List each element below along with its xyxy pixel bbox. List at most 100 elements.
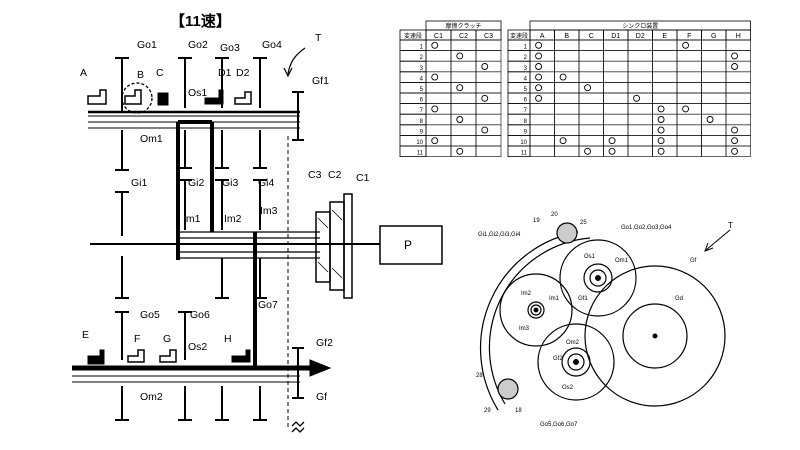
friction-table-engaged-mark (456, 147, 464, 155)
sync-table-cell (578, 71, 604, 83)
friction-table-cell (450, 145, 477, 157)
label-os2: Os2 (188, 341, 207, 353)
sync-table-cell (725, 135, 751, 147)
sync-table-cell (627, 103, 653, 115)
sync-table-cell (578, 124, 604, 136)
label-gd-circle: Gd (675, 296, 683, 302)
sync-table-cell (725, 113, 751, 126)
sync-table-cell (701, 113, 727, 126)
sync-table-engaged-mark (535, 94, 543, 102)
gearbox-labels: Go1 Go2 Go3 Go4 T A B C D1 D2 Os1 Om1 Gf… (80, 32, 412, 403)
sync-table-cell (529, 103, 555, 115)
sync-table-engaged-mark (731, 63, 739, 70)
sync-table-cell (578, 39, 604, 51)
sync-table-col-header-b: B (564, 33, 569, 40)
sync-table-cell (578, 113, 604, 126)
sync-table-cell (652, 82, 678, 94)
sync-table-cell (725, 92, 751, 104)
label-b: B (137, 69, 144, 81)
sync-table-cell (701, 92, 727, 104)
friction-table-col-header-c1: C1 (434, 33, 443, 40)
friction-table-cell (475, 50, 502, 62)
sync-table-cell (603, 103, 629, 115)
sync-table-row-label: 7 (524, 108, 528, 114)
sync-table-cell (627, 60, 653, 73)
friction-table-row-label: 11 (417, 151, 424, 157)
friction-table-engaged-mark (456, 52, 464, 60)
sync-table-row-label: 11 (521, 151, 528, 157)
sync-table-col-header-c: C (589, 33, 594, 40)
sync-table-cell (554, 71, 580, 83)
sync-table-cell (554, 135, 580, 147)
sync-table-cell (652, 103, 678, 115)
label-im1: Im1 (183, 213, 201, 225)
sync-table-engaged-mark (731, 52, 739, 60)
label-c1: C1 (356, 172, 370, 184)
friction-table-row-label: 4 (420, 76, 424, 82)
label-gf2: Gf2 (316, 337, 333, 349)
sync-table-row-label: 3 (524, 66, 528, 72)
sync-table-cell (627, 92, 653, 104)
sync-table-cell (554, 39, 580, 51)
label-gf2-circle: Gf2 (553, 356, 563, 362)
sync-table-cell (529, 50, 555, 62)
sync-table-cell (652, 135, 678, 147)
sync-table-engaged-mark (535, 63, 543, 70)
friction-table-cell (425, 92, 452, 104)
label-im2: Im2 (224, 213, 242, 225)
sync-table-cell (627, 113, 653, 126)
sync-table-cell (701, 60, 727, 73)
sync-table-title: シンクロ装置 (622, 22, 658, 30)
friction-table-cell (475, 135, 502, 147)
sync-table-cell (652, 50, 678, 62)
label-os1: Os1 (188, 87, 207, 99)
friction-table-cell (450, 135, 477, 147)
friction-table-row-label: 10 (416, 140, 423, 146)
label-18: 18 (515, 408, 522, 414)
sync-table-cell (725, 50, 751, 62)
sync-table-cell (676, 135, 702, 147)
sync-table-cell (627, 50, 653, 62)
sync-table-cell (676, 39, 702, 51)
label-im1-circle: Im1 (549, 296, 560, 302)
sync-table-cell (701, 71, 727, 83)
friction-table-cell (425, 71, 452, 83)
friction-table-row-label: 3 (420, 66, 424, 72)
sync-table-col-header-f: F (687, 33, 691, 40)
sync-table-cell (578, 92, 604, 104)
label-go2: Go2 (188, 39, 208, 51)
sync-table-cell (578, 50, 604, 62)
label-gi3: Gi3 (222, 177, 239, 189)
label-go-group-bottom: Go5,Go6,Go7 (540, 422, 578, 428)
friction-table-cell (475, 145, 502, 157)
sync-table-cell (676, 71, 702, 83)
sync-table-engaged-mark (559, 73, 567, 81)
gear-layout-diagram (479, 222, 731, 411)
friction-table-cell (475, 113, 502, 126)
sync-table-cell (652, 113, 678, 126)
friction-table-cell (425, 60, 452, 73)
sync-table-engaged-mark (584, 147, 592, 155)
sync-table-cell (529, 92, 555, 104)
sync-table-row-label: 5 (524, 87, 528, 93)
sync-table-engaged-mark (731, 137, 739, 145)
sync-table-cell (554, 145, 580, 157)
friction-table-cell (425, 113, 452, 126)
sync-table-engaged-mark (608, 147, 616, 155)
friction-table-cell (450, 82, 477, 94)
sync-table-cell (725, 60, 751, 73)
sync-table-cell (701, 145, 727, 157)
sync-table-row-label: 1 (524, 45, 528, 51)
sync-table-cell (627, 124, 653, 136)
friction-table-cell (450, 60, 477, 73)
friction-table-cell (425, 124, 452, 136)
sync-table-cell (652, 124, 678, 136)
sync-table-cell (627, 145, 653, 157)
sync-table-col-header-d2: D2 (636, 33, 645, 40)
sync-table-cell (627, 82, 653, 94)
label-29: 29 (484, 408, 491, 414)
friction-table-row-label: 6 (420, 98, 424, 104)
friction-table-row-label: 5 (420, 87, 424, 93)
